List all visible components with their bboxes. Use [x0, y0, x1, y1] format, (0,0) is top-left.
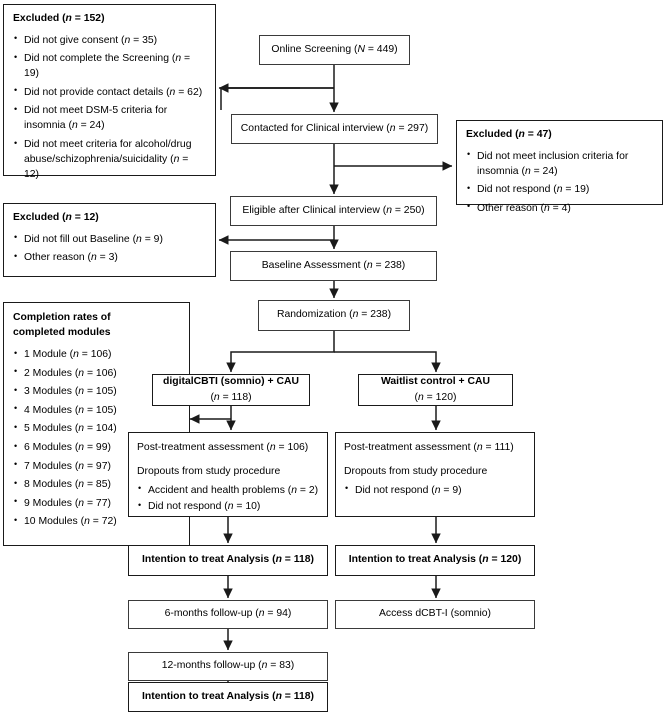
box-baseline-assessment: Baseline Assessment (n = 238) [230, 251, 437, 281]
list-item: Did not give consent (n = 35) [13, 32, 206, 48]
box-arm-control-line2: (n = 120) [414, 391, 457, 403]
list-item: 1 Module (n = 106) [13, 347, 180, 362]
list-item: 3 Modules (n = 105) [13, 384, 180, 399]
list-item: 7 Modules (n = 97) [13, 458, 180, 474]
box-excluded-12-heading: Excluded (n = 12) [13, 212, 99, 223]
box-arm-intervention: digitalCBTI (somnio) + CAU (n = 118) [152, 374, 310, 406]
list-item: 2 Modules (n = 106) [13, 365, 180, 381]
box-itt-control: Intention to treat Analysis (n = 120) [335, 545, 535, 576]
box-contacted-clinical-interview: Contacted for Clinical interview (n = 29… [231, 114, 438, 144]
box-itt-control-label: Intention to treat Analysis (n = 120) [348, 554, 522, 566]
box-randomization-label: Randomization (n = 238) [276, 309, 392, 321]
post-treatment-left-dropouts-heading: Dropouts from study procedure [137, 465, 281, 477]
box-post-treatment-intervention: Post-treatment assessment (n = 106) Drop… [128, 432, 328, 517]
box-arm-intervention-line2: (n = 118) [210, 391, 252, 403]
list-item: 5 Modules (n = 104) [13, 421, 180, 436]
list-item: Accident and health problems (n = 2) [137, 482, 319, 498]
box-completion-rates-heading-line2: completed modules [13, 326, 111, 338]
post-treatment-left-assessment: Post-treatment assessment (n = 106) [137, 442, 309, 453]
box-excluded-47-heading: Excluded (n = 47) [466, 129, 552, 140]
box-excluded-47: Excluded (n = 47) Did not meet inclusion… [456, 120, 663, 214]
box-online-screening: Online Screening (N = 449) [259, 35, 410, 65]
box-access-dcbti: Access dCBT-I (somnio) [335, 600, 535, 629]
box-excluded-152: Excluded (n = 152) Did not give consent … [3, 4, 216, 180]
box-itt-intervention-label: Intention to treat Analysis (n = 118) [142, 554, 314, 566]
box-completion-rates-heading-line1: Completion rates of [13, 312, 111, 323]
box-excluded-12-list: Did not fill out Baseline (n = 9) Other … [13, 231, 206, 266]
box-arm-control: Waitlist control + CAU (n = 120) [358, 374, 513, 406]
box-excluded-152-list: Did not give consent (n = 35) Did not co… [13, 32, 206, 183]
box-followup-12-months-label: 12-months follow-up (n = 83) [161, 660, 295, 672]
list-item: Did not respond (n = 19) [466, 182, 653, 197]
box-arm-intervention-line1: digitalCBTI (somnio) + CAU [163, 375, 299, 387]
box-eligible-label: Eligible after Clinical interview (n = 2… [242, 204, 425, 216]
box-completion-rates-list: 1 Module (n = 106) 2 Modules (n = 106) 3… [13, 347, 180, 529]
box-excluded-47-list: Did not meet inclusion criteria for inso… [466, 148, 653, 216]
post-treatment-right-dropouts-heading: Dropouts from study procedure [344, 465, 488, 477]
box-randomization: Randomization (n = 238) [258, 300, 410, 331]
box-eligible-after-interview: Eligible after Clinical interview (n = 2… [230, 196, 437, 226]
box-baseline-label: Baseline Assessment (n = 238) [261, 259, 406, 271]
list-item: Did not meet inclusion criteria for inso… [466, 148, 653, 179]
box-followup-12-months: 12-months follow-up (n = 83) [128, 652, 328, 681]
list-item: Other reason (n = 4) [466, 200, 653, 216]
box-excluded-152-heading: Excluded (n = 152) [13, 13, 105, 24]
box-followup-6-months-label: 6-months follow-up (n = 94) [164, 608, 292, 620]
box-itt-intervention: Intention to treat Analysis (n = 118) [128, 545, 328, 576]
post-treatment-right-list: Did not respond (n = 9) [344, 482, 526, 498]
list-item: 10 Modules (n = 72) [13, 514, 180, 529]
list-item: 6 Modules (n = 99) [13, 440, 180, 455]
box-contacted-label: Contacted for Clinical interview (n = 29… [240, 122, 429, 134]
list-item: Did not respond (n = 10) [137, 499, 319, 514]
box-access-dcbti-label: Access dCBT-I (somnio) [378, 608, 491, 620]
box-post-treatment-control: Post-treatment assessment (n = 111) Drop… [335, 432, 535, 517]
list-item: Other reason (n = 3) [13, 250, 206, 265]
list-item: Did not meet criteria for alcohol/drug a… [13, 137, 206, 182]
list-item: 8 Modules (n = 85) [13, 477, 180, 492]
list-item: Did not complete the Screening (n = 19) [13, 51, 206, 81]
list-item: 4 Modules (n = 105) [13, 402, 180, 418]
box-itt-final: Intention to treat Analysis (n = 118) [128, 682, 328, 712]
list-item: Did not fill out Baseline (n = 9) [13, 231, 206, 247]
list-item: Did not meet DSM-5 criteria for insomnia… [13, 103, 206, 133]
list-item: Did not respond (n = 9) [344, 482, 526, 498]
box-excluded-12: Excluded (n = 12) Did not fill out Basel… [3, 203, 216, 277]
box-itt-final-label: Intention to treat Analysis (n = 118) [142, 690, 314, 702]
list-item: Did not provide contact details (n = 62) [13, 84, 206, 100]
list-item: 9 Modules (n = 77) [13, 495, 180, 511]
box-followup-6-months: 6-months follow-up (n = 94) [128, 600, 328, 629]
post-treatment-right-assessment: Post-treatment assessment (n = 111) [344, 442, 514, 453]
box-online-screening-label: Online Screening (N = 449) [271, 43, 398, 55]
post-treatment-left-list: Accident and health problems (n = 2) Did… [137, 482, 319, 515]
box-arm-control-line1: Waitlist control + CAU [380, 375, 490, 387]
